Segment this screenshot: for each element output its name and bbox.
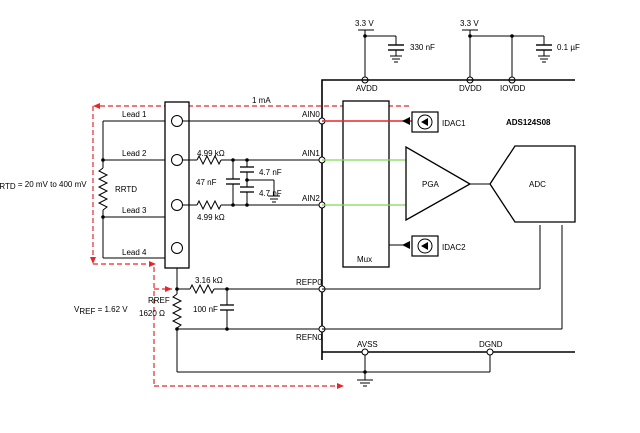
pga-label: PGA: [422, 180, 440, 189]
avdd-cap-value: 330 nF: [410, 43, 435, 52]
diff-cap-value: 47 nF: [196, 178, 217, 187]
lead-2-label: Lead 2: [122, 149, 147, 158]
cm-cap-bot-value: 4.7 nF: [259, 189, 282, 198]
filter-resistor-top-value: 4.99 kΩ: [197, 149, 225, 158]
refn0-label: REFN0: [296, 333, 323, 342]
dvdd-voltage-label: 3.3 V: [460, 19, 479, 28]
dvdd-pin-label: DVDD: [459, 84, 482, 93]
lead-3-label: Lead 3: [122, 206, 147, 215]
rtd-sensor: RRTD VRTD = 20 mV to 400 mV Lead 1 Lead …: [0, 110, 168, 259]
rtd-resistor: [97, 167, 109, 211]
device-name: ADS124S08: [506, 118, 551, 127]
iovdd-cap-value: 0.1 µF: [557, 43, 580, 52]
mux-label: Mux: [357, 255, 372, 264]
refp0-label: REFP0: [296, 278, 322, 287]
adc-label: ADC: [529, 180, 546, 189]
filter-resistor-bot: [196, 199, 222, 211]
dvdd-iovdd-supply: 3.3 V 0.1 µF DVDD IOVDD: [459, 19, 580, 93]
dgnd-label: DGND: [479, 340, 503, 349]
terminal-3: [171, 199, 183, 211]
dgnd-pin: [486, 348, 494, 356]
terminal-block: [164, 101, 190, 269]
avdd-supply: 3.3 V 330 nF AVDD: [355, 19, 435, 93]
ain2-label: AIN2: [302, 194, 320, 203]
lead-1-label: Lead 1: [122, 110, 147, 119]
ain0-label: AIN0: [302, 110, 320, 119]
avdd-voltage-label: 3.3 V: [355, 19, 374, 28]
pga-block: [405, 145, 472, 222]
signal-chain: Mux IDAC1 IDAC2 PGA ADC: [322, 100, 576, 330]
ref-filter-resistor: [189, 283, 215, 295]
terminal-4: [171, 242, 183, 254]
ref-voltage-label: VREF = 1.62 V: [74, 305, 128, 316]
cm-cap-top-value: 4.7 nF: [259, 168, 282, 177]
device-pins: AIN0 AIN1 AIN2 REFP0 REFN0: [296, 110, 326, 342]
ground-network: AVSS DGND: [357, 340, 503, 387]
ref-cap-value: 100 nF: [193, 305, 218, 314]
filter-resistor-bot-value: 4.99 kΩ: [197, 213, 225, 222]
adc-block: [489, 145, 576, 223]
terminal-2: [171, 154, 183, 166]
reference-network: 3.16 kΩ 100 nF RREF 1620 Ω VREF = 1.62 V: [74, 268, 490, 373]
idac1-arrow-icon: [421, 118, 428, 126]
input-filter: 4.99 kΩ 4.99 kΩ 47 nF 4.7 nF 4.7 nF: [182, 120, 322, 222]
ref-resistor-value: 1620 Ω: [139, 309, 165, 318]
avss-label: AVSS: [357, 340, 378, 349]
idac2-label: IDAC2: [442, 243, 466, 252]
ref-filter-resistor-value: 3.16 kΩ: [195, 276, 223, 285]
ain1-label: AIN1: [302, 149, 320, 158]
lead-4-label: Lead 4: [122, 248, 147, 257]
iovdd-pin-label: IOVDD: [500, 84, 526, 93]
rtd-label: RRTD: [115, 185, 137, 194]
ground-icon: [357, 379, 373, 387]
terminal-1: [171, 115, 183, 127]
idac1-label: IDAC1: [442, 119, 466, 128]
avdd-pin-label: AVDD: [356, 84, 378, 93]
mux-block: [342, 100, 390, 268]
idac2-arrow-icon: [421, 242, 428, 250]
rtd-voltage-label: VRTD = 20 mV to 400 mV: [0, 180, 87, 191]
filter-resistor-top: [196, 154, 222, 166]
avss-pin: [361, 348, 369, 356]
ref-resistor-label: RREF: [148, 296, 170, 305]
current-label: 1 mA: [252, 96, 271, 105]
ref-resistor: [171, 293, 183, 329]
